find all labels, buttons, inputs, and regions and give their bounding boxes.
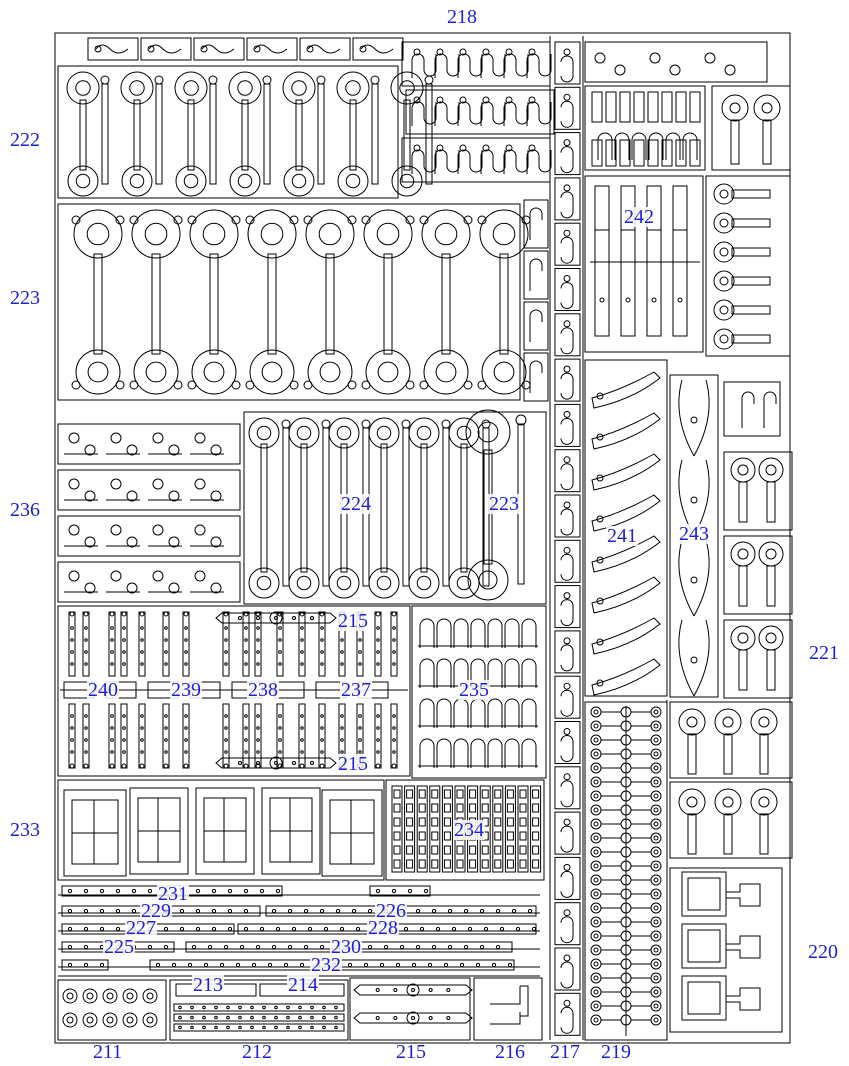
label-223-center: 223 <box>488 493 520 515</box>
label-230: 230 <box>330 936 362 958</box>
label-220: 220 <box>808 941 838 963</box>
part-219-chain <box>584 701 668 1041</box>
part-top-right-hinges <box>584 85 791 171</box>
part-242-hinges <box>584 175 704 353</box>
label-214: 214 <box>287 974 319 996</box>
label-243: 243 <box>678 523 710 545</box>
label-224: 224 <box>340 493 372 515</box>
part-211-213-214-216 <box>57 977 543 1041</box>
part-233-windows <box>57 779 385 881</box>
label-229: 229 <box>140 900 172 922</box>
part-217-hooks <box>554 41 581 1036</box>
label-239: 239 <box>170 679 202 701</box>
part-218-hooks <box>87 37 768 83</box>
part-223-latches-large <box>57 203 531 401</box>
label-234: 234 <box>453 819 485 841</box>
label-238: 238 <box>247 679 279 701</box>
label-240: 240 <box>87 679 119 701</box>
label-242: 242 <box>623 206 655 228</box>
label-213: 213 <box>192 974 224 996</box>
label-241: 241 <box>606 525 638 547</box>
label-228: 228 <box>367 917 399 939</box>
part-241-curved-arms <box>584 359 668 697</box>
part-223-small-hooks <box>523 199 549 402</box>
label-233: 233 <box>10 819 40 841</box>
sheet-frame <box>54 32 791 1044</box>
label-223-left: 223 <box>10 287 40 309</box>
label-219: 219 <box>601 1041 631 1063</box>
part-234-brackets <box>385 779 545 881</box>
label-227: 227 <box>125 917 157 939</box>
label-211: 211 <box>93 1041 123 1063</box>
part-243-tongs <box>669 374 781 698</box>
label-236: 236 <box>10 499 40 521</box>
label-215-bottom: 215 <box>396 1041 426 1063</box>
label-215-middle: 215 <box>337 753 369 775</box>
part-staples <box>597 132 698 160</box>
part-235-staples <box>411 605 547 779</box>
label-217: 217 <box>550 1041 580 1063</box>
label-231: 231 <box>157 883 189 905</box>
label-212: 212 <box>242 1041 272 1063</box>
label-235: 235 <box>458 679 490 701</box>
part-222-latches <box>57 65 434 199</box>
label-225: 225 <box>103 936 135 958</box>
label-215-top: 215 <box>337 610 369 632</box>
part-221-key-plates <box>669 451 793 859</box>
part-215-bars <box>215 611 473 1041</box>
label-216: 216 <box>495 1041 525 1063</box>
part-218-s-hooks <box>401 41 555 183</box>
part-236-hinge-plates <box>57 423 241 603</box>
label-218: 218 <box>447 6 477 28</box>
label-221: 221 <box>809 642 839 664</box>
label-232: 232 <box>310 954 342 976</box>
label-237: 237 <box>340 679 372 701</box>
label-222: 222 <box>10 129 40 151</box>
part-key-hooks <box>705 175 791 357</box>
part-220-frames <box>669 867 783 1033</box>
label-226: 226 <box>375 900 407 922</box>
